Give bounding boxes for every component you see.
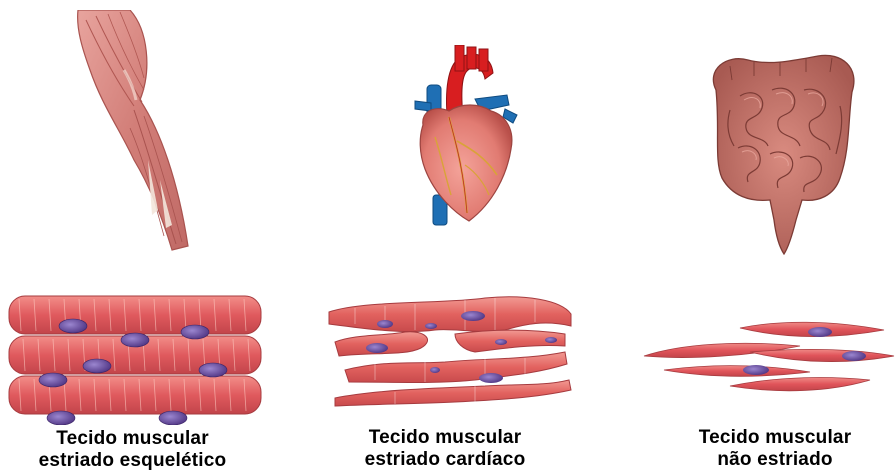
caption-skeletal-line2: estriado esquelético (0, 450, 265, 472)
cardiac-muscle-fibers-icon (325, 290, 575, 410)
caption-cardiac: Tecido muscular estriado cardíaco (330, 427, 560, 471)
nucleus (39, 373, 67, 387)
skeletal-muscle-fibers-icon (5, 290, 270, 425)
nucleus (121, 333, 149, 347)
caption-skeletal-line1: Tecido muscular (0, 428, 265, 450)
caption-skeletal: Tecido muscular estriado esquelético (0, 428, 265, 472)
arm-muscle-icon (60, 10, 200, 260)
nucleus (199, 363, 227, 377)
nucleus (83, 359, 111, 373)
nucleus (181, 325, 209, 339)
muscle-fiber (9, 296, 261, 334)
nucleus (159, 411, 187, 425)
caption-smooth: Tecido muscular não estriado (660, 427, 890, 471)
intestine-icon (700, 50, 865, 260)
caption-cardiac-line2: estriado cardíaco (330, 449, 560, 471)
caption-smooth-line1: Tecido muscular (660, 427, 890, 449)
nucleus (47, 411, 75, 425)
caption-smooth-line2: não estriado (660, 449, 890, 471)
nucleus (59, 319, 87, 333)
heart-icon (405, 45, 525, 230)
smooth-muscle-cells-icon (640, 312, 895, 402)
caption-cardiac-line1: Tecido muscular (330, 427, 560, 449)
